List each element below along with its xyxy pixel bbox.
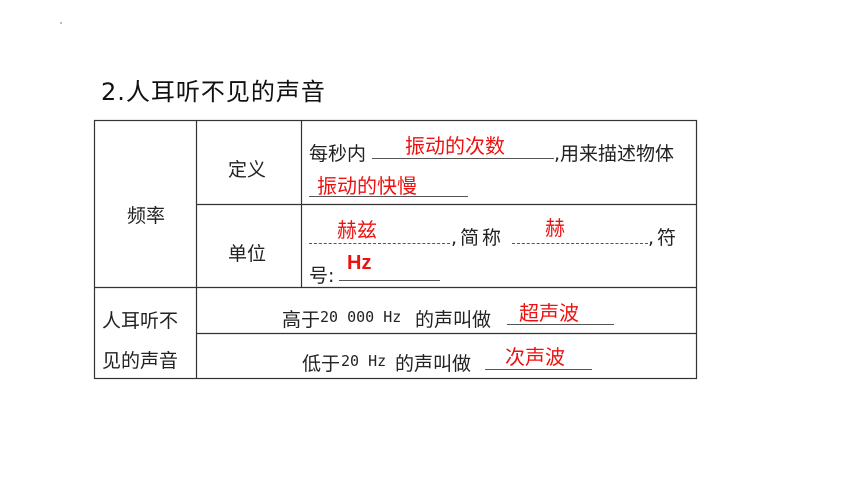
ultrasound-blank (507, 324, 614, 325)
definition-suffix: ,用来描述物体 (554, 143, 675, 165)
infrasound-prefix: 低于 (302, 353, 341, 375)
unit-blank-2 (512, 243, 648, 244)
symbol-prefix: 号: (309, 265, 335, 287)
definition-blank-2 (309, 196, 468, 197)
section-title: 2.人耳听不见的声音 (101, 78, 326, 106)
unit-suffix: ,符 (648, 227, 680, 249)
infrasound-blank (485, 369, 592, 370)
infrasound-suffix: 的声叫做 (395, 353, 472, 375)
unit-mid-text: ,简称 (451, 227, 505, 249)
unit-label: 单位 (228, 243, 267, 265)
inaudible-label-line1: 人耳听不 (102, 310, 179, 332)
symbol-blank (339, 280, 440, 281)
unit-answer-2: 赫 (545, 216, 565, 240)
frequency-label: 频率 (127, 205, 166, 227)
definition-answer-1: 振动的次数 (405, 134, 505, 158)
unit-answer-1: 赫兹 (337, 218, 377, 242)
definition-answer-2: 振动的快慢 (317, 174, 417, 198)
definition-prefix: 每秒内 (309, 143, 367, 165)
infrasound-threshold: 20 Hz (341, 352, 387, 370)
ultrasound-prefix: 高于 (282, 309, 321, 331)
definition-label: 定义 (228, 159, 267, 181)
ultrasound-answer: 超声波 (519, 301, 579, 325)
ultrasound-suffix: 的声叫做 (415, 309, 492, 331)
infrasound-answer: 次声波 (505, 345, 565, 369)
decorative-dot (60, 22, 62, 24)
unit-blank-1 (309, 243, 450, 244)
inaudible-label-line2: 见的声音 (102, 350, 179, 372)
definition-blank-1 (372, 158, 554, 159)
symbol-answer: Hz (347, 252, 372, 274)
ultrasound-threshold: 20 000 Hz (320, 308, 402, 326)
